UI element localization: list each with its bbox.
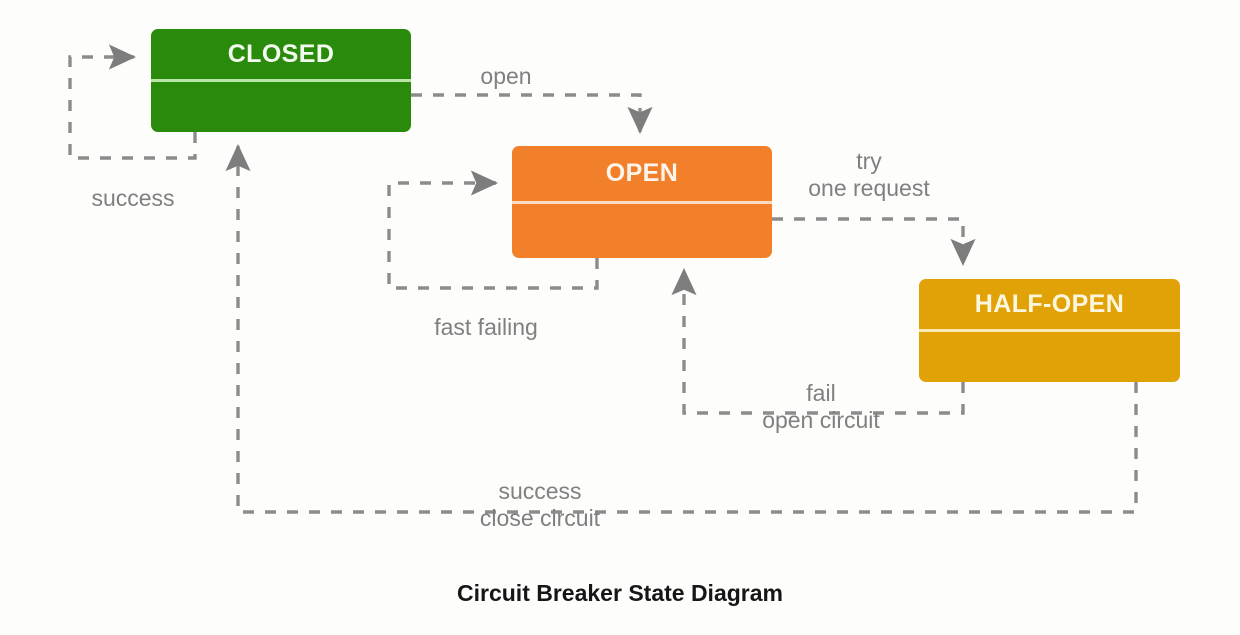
edge-label-success-close-circuit-line-2: close circuit — [479, 504, 601, 531]
state-open-label: OPEN — [605, 159, 679, 187]
state-closed[interactable]: CLOSED — [151, 29, 411, 132]
diagram-title: Circuit Breaker State Diagram — [457, 580, 783, 606]
edge-label-success-close-circuit: success close circuit — [480, 478, 600, 531]
state-open-divider — [512, 201, 772, 204]
edge-half-open-to-closed — [225, 143, 1138, 514]
edge-label-fail-open-circuit: fail open circuit — [762, 380, 880, 433]
edge-label-try-one-request: try one request — [808, 148, 929, 201]
edge-label-fast-failing: fast failing — [434, 314, 538, 341]
state-half-open[interactable]: HALF-OPEN — [919, 279, 1180, 382]
edge-label-success-line-1: success — [91, 185, 175, 211]
state-open[interactable]: OPEN — [512, 146, 772, 258]
state-closed-body — [151, 82, 411, 132]
edge-half-open-to-open — [671, 267, 965, 415]
state-half-open-divider — [919, 329, 1180, 332]
state-half-open-title-band: HALF-OPEN — [919, 279, 1180, 329]
edge-label-try-one-request-line-2: one request — [808, 174, 930, 201]
edge-label-success-close-circuit-line-1: success — [498, 478, 582, 504]
state-closed-title-band: CLOSED — [151, 29, 411, 79]
edge-open-self-fast-failing — [387, 170, 599, 290]
edge-label-try-one-request-line-1: try — [856, 148, 882, 174]
edge-label-open-line-1: open — [480, 63, 532, 89]
state-half-open-label: HALF-OPEN — [974, 289, 1125, 318]
state-open-title-band: OPEN — [512, 146, 772, 201]
state-open-body — [512, 204, 772, 258]
edge-label-success: success — [91, 185, 174, 212]
state-half-open-body — [919, 332, 1180, 382]
edge-open-to-half-open — [772, 217, 976, 267]
edge-closed-self-success — [68, 44, 197, 160]
edge-closed-to-open — [411, 93, 653, 135]
edge-label-fast-failing-line-1: fast failing — [434, 314, 538, 340]
state-closed-label: CLOSED — [227, 39, 335, 68]
edge-label-fail-open-circuit-line-1: fail — [806, 380, 836, 406]
state-closed-divider — [151, 79, 411, 82]
edge-label-fail-open-circuit-line-2: open circuit — [762, 406, 880, 433]
edge-label-open: open — [480, 63, 531, 90]
